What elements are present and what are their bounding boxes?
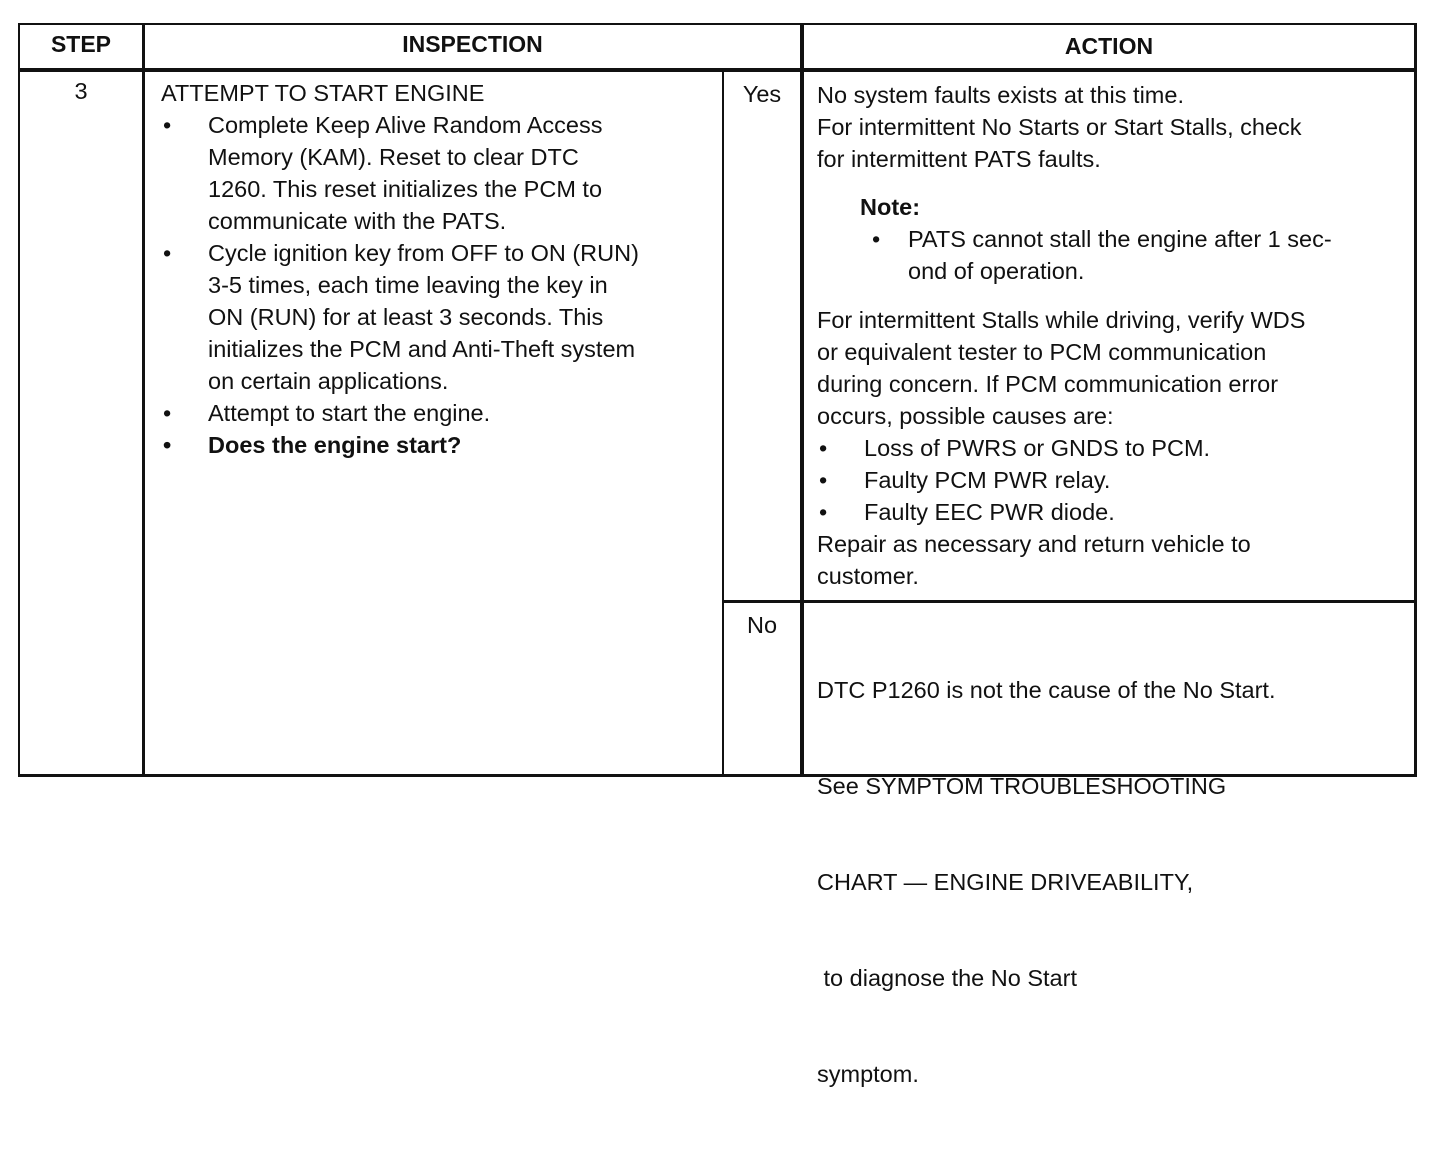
inspection-title: ATTEMPT TO START ENGINE: [161, 80, 485, 106]
bullet-line: ON (RUN) for at least 3 seconds. This: [208, 304, 604, 330]
note-line: ond of operation.: [908, 258, 1085, 284]
note-bullet: • PATS cannot stall the engine after 1 s…: [860, 223, 1332, 287]
action-line: For intermittent Stalls while driving, v…: [817, 307, 1306, 333]
bullet-glyph: •: [819, 435, 828, 461]
diagnostic-table: STEP INSPECTION ACTION 3 ATTEMPT TO STAR…: [18, 23, 1417, 1087]
note-label: Note:: [860, 194, 921, 220]
note-line: PATS cannot stall the engine after 1 sec…: [908, 226, 1332, 252]
cause-item: • Faulty PCM PWR relay.: [817, 464, 1332, 496]
inspection-bullet-ignition: • Cycle ignition key from OFF to ON (RUN…: [161, 237, 639, 397]
bullet-line: communicate with the PATS.: [208, 208, 507, 234]
cause-item: • Loss of PWRS or GNDS to PCM.: [817, 432, 1332, 464]
bullet-glyph: •: [819, 467, 828, 493]
action-line: No system faults exists at this time.: [817, 82, 1184, 108]
step-column-divider: [142, 23, 145, 777]
action-line: DTC P1260 is not the cause of the No Sta…: [817, 677, 1276, 703]
answer-column-divider: [722, 70, 724, 777]
answer-no-label: No: [746, 612, 778, 638]
action-line: symptom.: [817, 1061, 919, 1087]
bullet-line: Memory (KAM). Reset to clear DTC: [208, 144, 579, 170]
action-line: Repair as necessary and return vehicle t…: [817, 531, 1251, 557]
bullet-line: Does the engine start?: [208, 432, 462, 458]
cause-text: Faulty PCM PWR relay.: [864, 467, 1111, 493]
header-inspection: INSPECTION: [402, 31, 543, 57]
bullet-line: 3-5 times, each time leaving the key in: [208, 272, 608, 298]
bullet-line: 1260. This reset initializes the PCM to: [208, 176, 603, 202]
header-action: ACTION: [1064, 33, 1154, 59]
action-line: occurs, possible causes are:: [817, 403, 1114, 429]
bullet-glyph: •: [163, 400, 172, 426]
stall-paragraph: For intermittent Stalls while driving, v…: [817, 304, 1332, 432]
bullet-line: initializes the PCM and Anti-Theft syste…: [208, 336, 636, 362]
inspection-bullet-question: • Does the engine start?: [161, 429, 639, 461]
cause-text: Loss of PWRS or GNDS to PCM.: [864, 435, 1211, 461]
bullet-glyph: •: [872, 226, 881, 252]
bullet-line: Complete Keep Alive Random Access: [208, 112, 603, 138]
table-border-left: [18, 23, 20, 777]
header-step: STEP: [50, 31, 112, 57]
note-block: Note: • PATS cannot stall the engine aft…: [817, 191, 1332, 287]
table-border-bottom: [18, 774, 1417, 777]
bullet-line: Cycle ignition key from OFF to ON (RUN): [208, 240, 639, 266]
action-line: for intermittent PATS faults.: [817, 146, 1101, 172]
cause-item: • Faulty EEC PWR diode.: [817, 496, 1332, 528]
bullet-glyph: •: [819, 499, 828, 525]
yes-no-divider: [724, 600, 1417, 603]
action-line: during concern. If PCM communication err…: [817, 371, 1279, 397]
bullet-glyph: •: [163, 240, 172, 266]
cause-text: Faulty EEC PWR diode.: [864, 499, 1115, 525]
action-column-divider: [800, 23, 804, 777]
bullet-glyph: •: [163, 112, 172, 138]
inspection-cell: ATTEMPT TO START ENGINE • Complete Keep …: [161, 77, 639, 461]
action-line: For intermittent No Starts or Start Stal…: [817, 114, 1302, 140]
header-rule: [18, 68, 1417, 72]
bullet-line: on certain applications.: [208, 368, 449, 394]
table-border-right: [1414, 23, 1417, 777]
bullet-line: Attempt to start the engine.: [208, 400, 491, 426]
action-line: See SYMPTOM TROUBLESHOOTING: [817, 773, 1227, 799]
table-border-top: [18, 23, 1417, 25]
no-action-cell: DTC P1260 is not the cause of the No Sta…: [817, 610, 1276, 1154]
action-line: CHART — ENGINE DRIVEABILITY,: [817, 869, 1194, 895]
inspection-bullet-attempt: • Attempt to start the engine.: [161, 397, 639, 429]
yes-action-cell: No system faults exists at this time. Fo…: [817, 79, 1332, 592]
action-line: or equivalent tester to PCM communicatio…: [817, 339, 1267, 365]
answer-yes-label: Yes: [742, 81, 782, 107]
step-number: 3: [74, 78, 88, 104]
inspection-bullet-kam: • Complete Keep Alive Random Access Memo…: [161, 109, 639, 237]
action-line: to diagnose the No Start: [817, 965, 1077, 991]
bullet-glyph: •: [163, 432, 172, 458]
action-line: customer.: [817, 563, 919, 589]
